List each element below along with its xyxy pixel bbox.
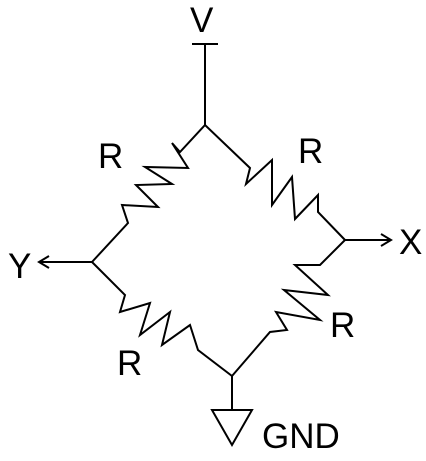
resistor-upper-left (91, 124, 206, 263)
resistor-lower-left-label: R (117, 344, 142, 383)
output-x-lead (345, 233, 393, 247)
output-x-label: X (399, 223, 422, 262)
resistor-lower-right-zigzag (231, 239, 346, 377)
ground-label: GND (262, 417, 340, 456)
ground-icon (210, 409, 254, 448)
resistor-upper-right-label: R (298, 132, 323, 171)
output-y-lead (37, 255, 92, 269)
resistor-upper-left-label: R (98, 137, 123, 176)
supply-terminal (192, 43, 218, 125)
resistor-lower-left (91, 261, 233, 377)
output-y-label: Y (8, 247, 31, 286)
resistor-lower-left-zigzag (91, 261, 233, 377)
arrow-right-icon (380, 233, 393, 247)
ground-terminal (210, 376, 254, 448)
resistor-lower-right (231, 239, 346, 377)
resistor-lower-right-label: R (330, 306, 355, 345)
resistor-upper-right-zigzag (204, 124, 346, 241)
supply-label: V (190, 1, 214, 40)
resistor-upper-right (204, 124, 346, 241)
arrow-left-icon (37, 255, 50, 269)
resistor-upper-left-zigzag (91, 124, 206, 263)
